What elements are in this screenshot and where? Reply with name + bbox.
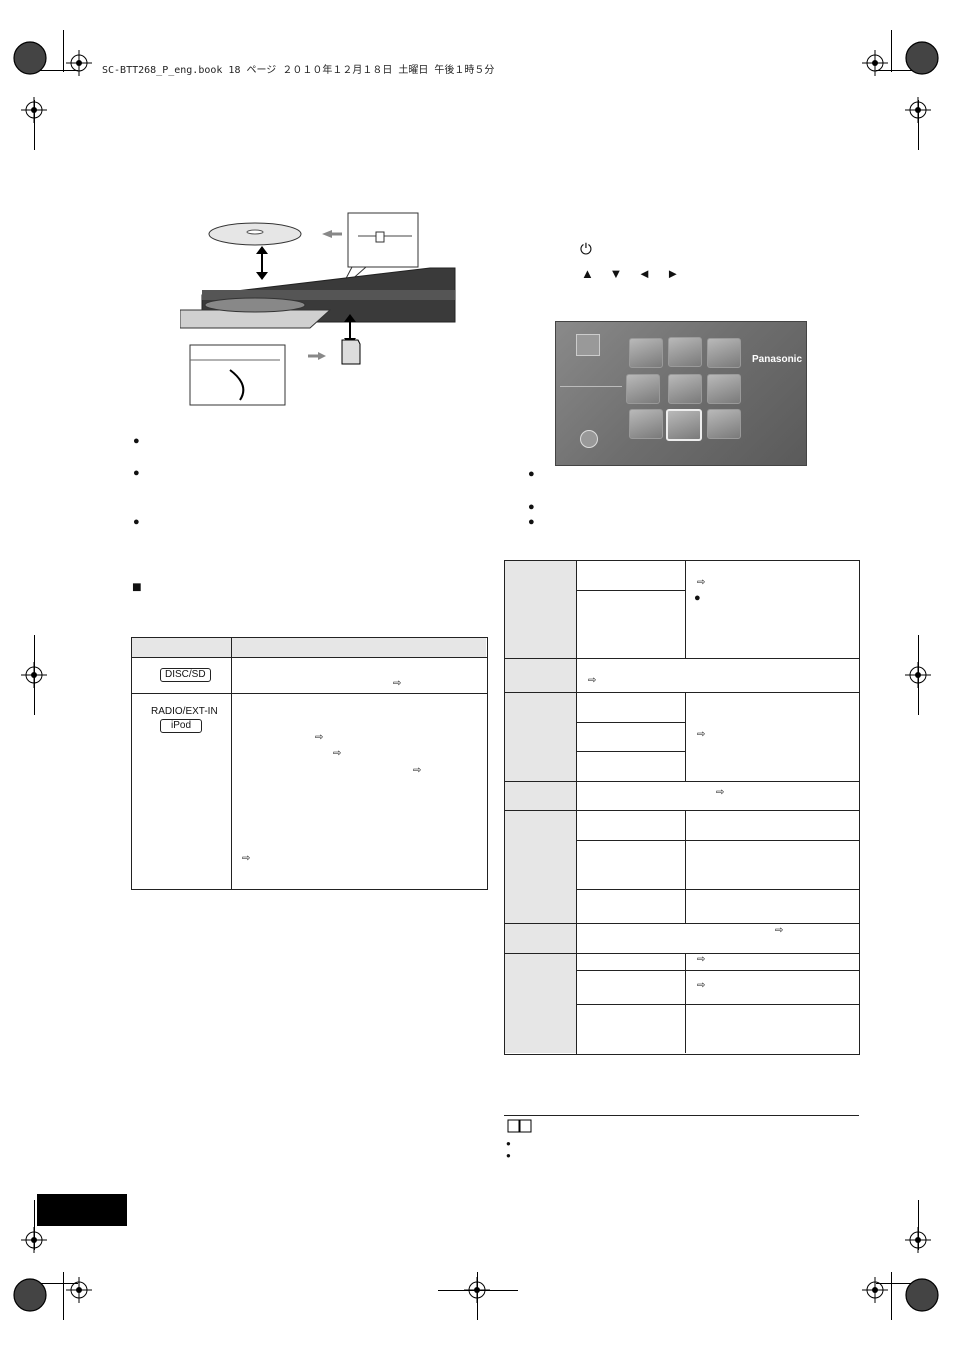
page-ref-arrow: ⇨ <box>315 732 324 743</box>
page-ref-arrow: ⇨ <box>716 787 725 798</box>
screen-thumbnail <box>576 334 600 356</box>
page-ref-arrow: ⇨ <box>393 678 402 689</box>
page-ref-arrow: ⇨ <box>413 765 422 776</box>
radio-tile-icon <box>629 409 663 439</box>
cursor-buttons-icon: ▲ ▼ ◄ ► <box>581 266 686 281</box>
page-ref-arrow: ⇨ <box>697 729 706 740</box>
setup-tile-icon <box>707 409 741 439</box>
book-header-line: SC-BTT268_P_eng.book 18 ページ ２０１０年１２月１８日 … <box>102 65 495 76</box>
page-ref-arrow: ⇨ <box>242 853 251 864</box>
bullet: ● <box>528 501 535 513</box>
page-ref-arrow: ⇨ <box>697 577 706 588</box>
bullet: ● <box>694 592 701 604</box>
disc-sd-key: DISC/SD <box>160 668 211 682</box>
bullet: ● <box>133 435 140 447</box>
power-icon: ⏻ <box>580 241 592 258</box>
brand-logo: Panasonic <box>752 354 803 365</box>
page-ref-arrow: ⇨ <box>775 925 784 936</box>
home-menu-table <box>504 560 860 1055</box>
settings-dial-icon <box>580 430 598 448</box>
page-number-block <box>37 1194 127 1226</box>
ipod-key: iPod <box>160 719 202 733</box>
page-ref-arrow: ⇨ <box>697 954 706 965</box>
bullet: ● <box>133 516 140 528</box>
bullet: ● <box>506 1151 511 1160</box>
selected-tile-icon <box>666 409 702 441</box>
radio-ext-in-label: RADIO/EXT-IN <box>151 706 218 717</box>
network-tile-icon <box>668 337 702 367</box>
disc-tile-icon <box>707 338 741 368</box>
home-menu-table-first-column <box>505 561 576 1053</box>
source-table-header <box>132 638 486 657</box>
section-marker: ■ <box>132 579 142 596</box>
bullet: ● <box>506 1139 511 1148</box>
bullet: ● <box>528 516 535 528</box>
page-ref-arrow: ⇨ <box>697 980 706 991</box>
note-divider <box>504 1115 859 1116</box>
video-tile-icon <box>668 374 702 404</box>
ipod-tile-icon <box>707 374 741 404</box>
home-menu-screen: Panasonic <box>555 321 807 466</box>
disc-sd-insert-illustration <box>180 212 456 406</box>
screen-divider <box>560 386 622 387</box>
page-ref-arrow: ⇨ <box>588 675 597 686</box>
photo-tile-icon <box>626 374 660 404</box>
music-tile-icon <box>629 338 663 368</box>
page-ref-arrow: ⇨ <box>333 748 342 759</box>
note-book-icon <box>507 1119 532 1133</box>
bullet: ● <box>133 467 140 479</box>
bullet: ● <box>528 468 535 480</box>
source-table <box>131 637 488 890</box>
